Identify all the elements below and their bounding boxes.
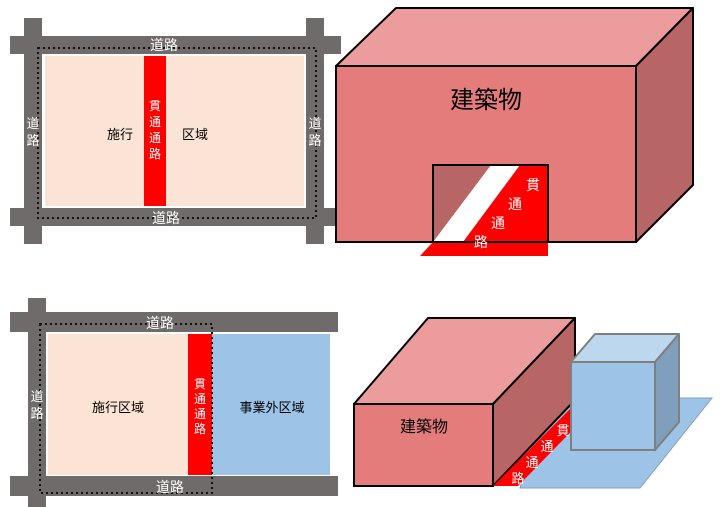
passage-label-1: 貫 bbox=[194, 377, 206, 391]
passage-inner-wall bbox=[433, 165, 491, 242]
road-label-left-1: 道 bbox=[26, 117, 39, 132]
passage-floor bbox=[420, 165, 548, 256]
outside-area-label: 事業外区域 bbox=[239, 400, 304, 416]
road-left bbox=[28, 298, 46, 507]
bottom-plan: 道路 道路 道 路 施行区域 貫 通 通 路 事業外区域 bbox=[10, 298, 338, 507]
through-passage bbox=[188, 334, 212, 475]
road-label-bottom: 道路 bbox=[156, 480, 184, 496]
area-label-right: 区域 bbox=[182, 128, 208, 143]
through-passage bbox=[144, 56, 166, 206]
road-label-right-1: 道 bbox=[308, 117, 321, 132]
top-plan: 道路 道路 道 路 道 路 貫 通 通 路 施行 区域 bbox=[10, 18, 341, 244]
passage-label-3: 通 bbox=[491, 216, 505, 232]
passage-label-4: 路 bbox=[149, 146, 161, 161]
construction-area bbox=[48, 334, 188, 475]
road-label-top: 道路 bbox=[150, 38, 178, 54]
outside-project-area bbox=[212, 334, 330, 475]
building-top-face bbox=[335, 7, 694, 67]
passage-label-4: 路 bbox=[194, 421, 206, 436]
top-building: 建築物 貫 通 通 路 bbox=[335, 7, 694, 256]
area-boundary bbox=[37, 47, 317, 219]
passage-label-2: 通 bbox=[508, 197, 522, 213]
road-label-left-1: 道 bbox=[30, 390, 43, 405]
passage-label-3: 通 bbox=[525, 456, 538, 471]
area-label: 施行区域 bbox=[92, 401, 144, 416]
box-front-face bbox=[570, 361, 656, 451]
building-front-face bbox=[353, 403, 494, 487]
building-label: 建築物 bbox=[450, 86, 522, 114]
road-label-right-2: 路 bbox=[308, 133, 321, 149]
passage-label-2: 通 bbox=[194, 392, 206, 406]
road-top bbox=[10, 36, 341, 54]
road-label-top: 道路 bbox=[146, 316, 174, 332]
construction-area bbox=[45, 56, 304, 206]
passage-label-3: 通 bbox=[149, 131, 161, 145]
road-top bbox=[10, 312, 338, 332]
passage-label-2: 通 bbox=[540, 440, 553, 455]
bottom-building: 建築物 貫 通 通 路 bbox=[353, 317, 714, 489]
passage-label-1: 貫 bbox=[556, 424, 569, 439]
passage-label-4: 路 bbox=[511, 471, 524, 487]
passage-frame bbox=[432, 164, 549, 243]
road-bottom bbox=[10, 476, 338, 496]
road-label-left-2: 路 bbox=[26, 133, 39, 149]
building-label: 建築物 bbox=[400, 417, 448, 436]
passage-label-4: 路 bbox=[474, 235, 488, 251]
passage-label-1: 貫 bbox=[149, 99, 161, 113]
road-bottom bbox=[10, 208, 341, 226]
passage-label-3: 通 bbox=[194, 407, 206, 421]
road-label-bottom: 道路 bbox=[152, 211, 180, 227]
passage-label-1: 貫 bbox=[526, 178, 540, 194]
area-boundary bbox=[39, 323, 213, 494]
road-label-left-2: 路 bbox=[30, 406, 43, 422]
area-label-left: 施行 bbox=[107, 128, 133, 143]
passage-label-2: 通 bbox=[149, 115, 161, 129]
